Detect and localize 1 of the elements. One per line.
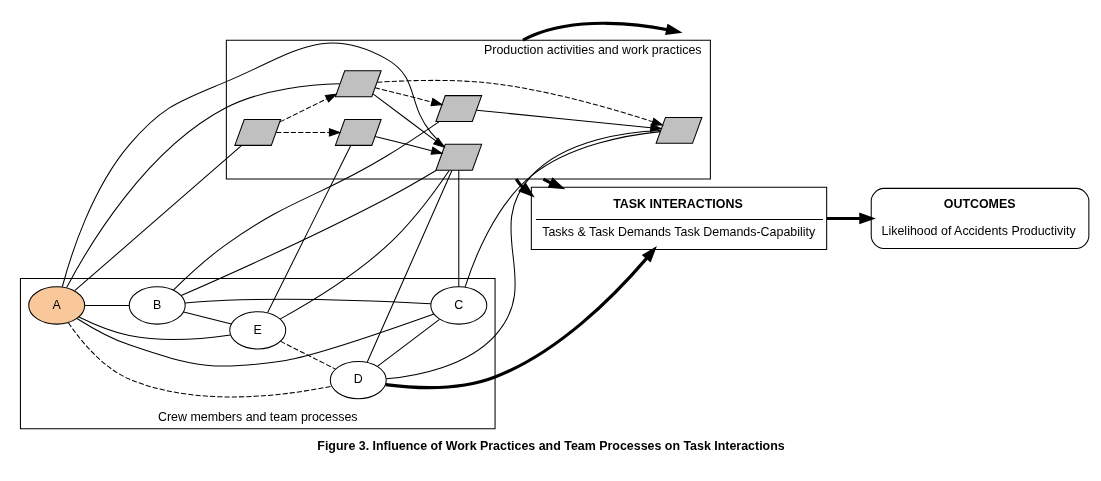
caption: Figure 3. Influence of Work Practices and Team Processes on Task Interactions	[317, 438, 785, 453]
